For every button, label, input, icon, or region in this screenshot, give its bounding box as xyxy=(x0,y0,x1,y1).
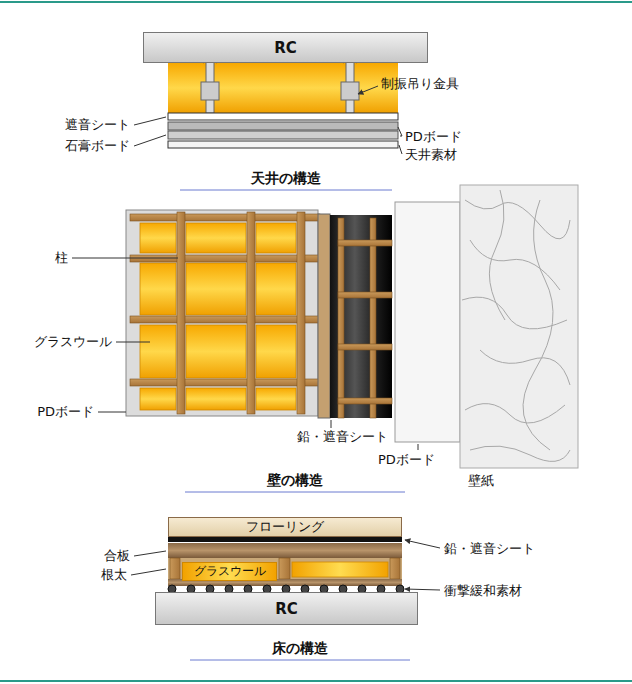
part-label: 柱 xyxy=(55,251,68,266)
part-label: 根太 xyxy=(101,568,127,583)
section-title: 壁の構造 xyxy=(267,472,323,488)
part-label: PDボード xyxy=(378,453,435,468)
part-label: 鉛・遮音シート xyxy=(297,430,388,445)
section-title: 天井の構造 xyxy=(251,170,321,186)
node-text: フローリング xyxy=(246,518,324,536)
node-text: RC xyxy=(274,39,297,57)
part-label: PDボード xyxy=(37,405,94,420)
part-label: 合板 xyxy=(104,549,130,564)
concrete-slab: RC xyxy=(143,32,428,63)
part-label: 遮音シート xyxy=(65,118,130,133)
section-title: 床の構造 xyxy=(272,640,328,656)
part-label: 衝撃緩和素材 xyxy=(444,584,522,599)
concrete-slab: RC xyxy=(155,592,418,625)
glass-wool: グラスウール xyxy=(182,562,277,581)
node-text: RC xyxy=(275,600,298,618)
node-text: グラスウール xyxy=(194,563,266,580)
part-label: 石膏ボード xyxy=(65,139,130,154)
part-label: 鉛・遮音シート xyxy=(444,542,535,557)
flooring-layer: フローリング xyxy=(168,517,402,537)
part-label: 制振吊り金具 xyxy=(381,77,459,92)
part-label: PDボード xyxy=(405,130,462,145)
part-label: 壁紙 xyxy=(468,474,494,489)
part-label: グラスウール xyxy=(34,335,112,350)
part-label: 天井素材 xyxy=(405,148,457,163)
